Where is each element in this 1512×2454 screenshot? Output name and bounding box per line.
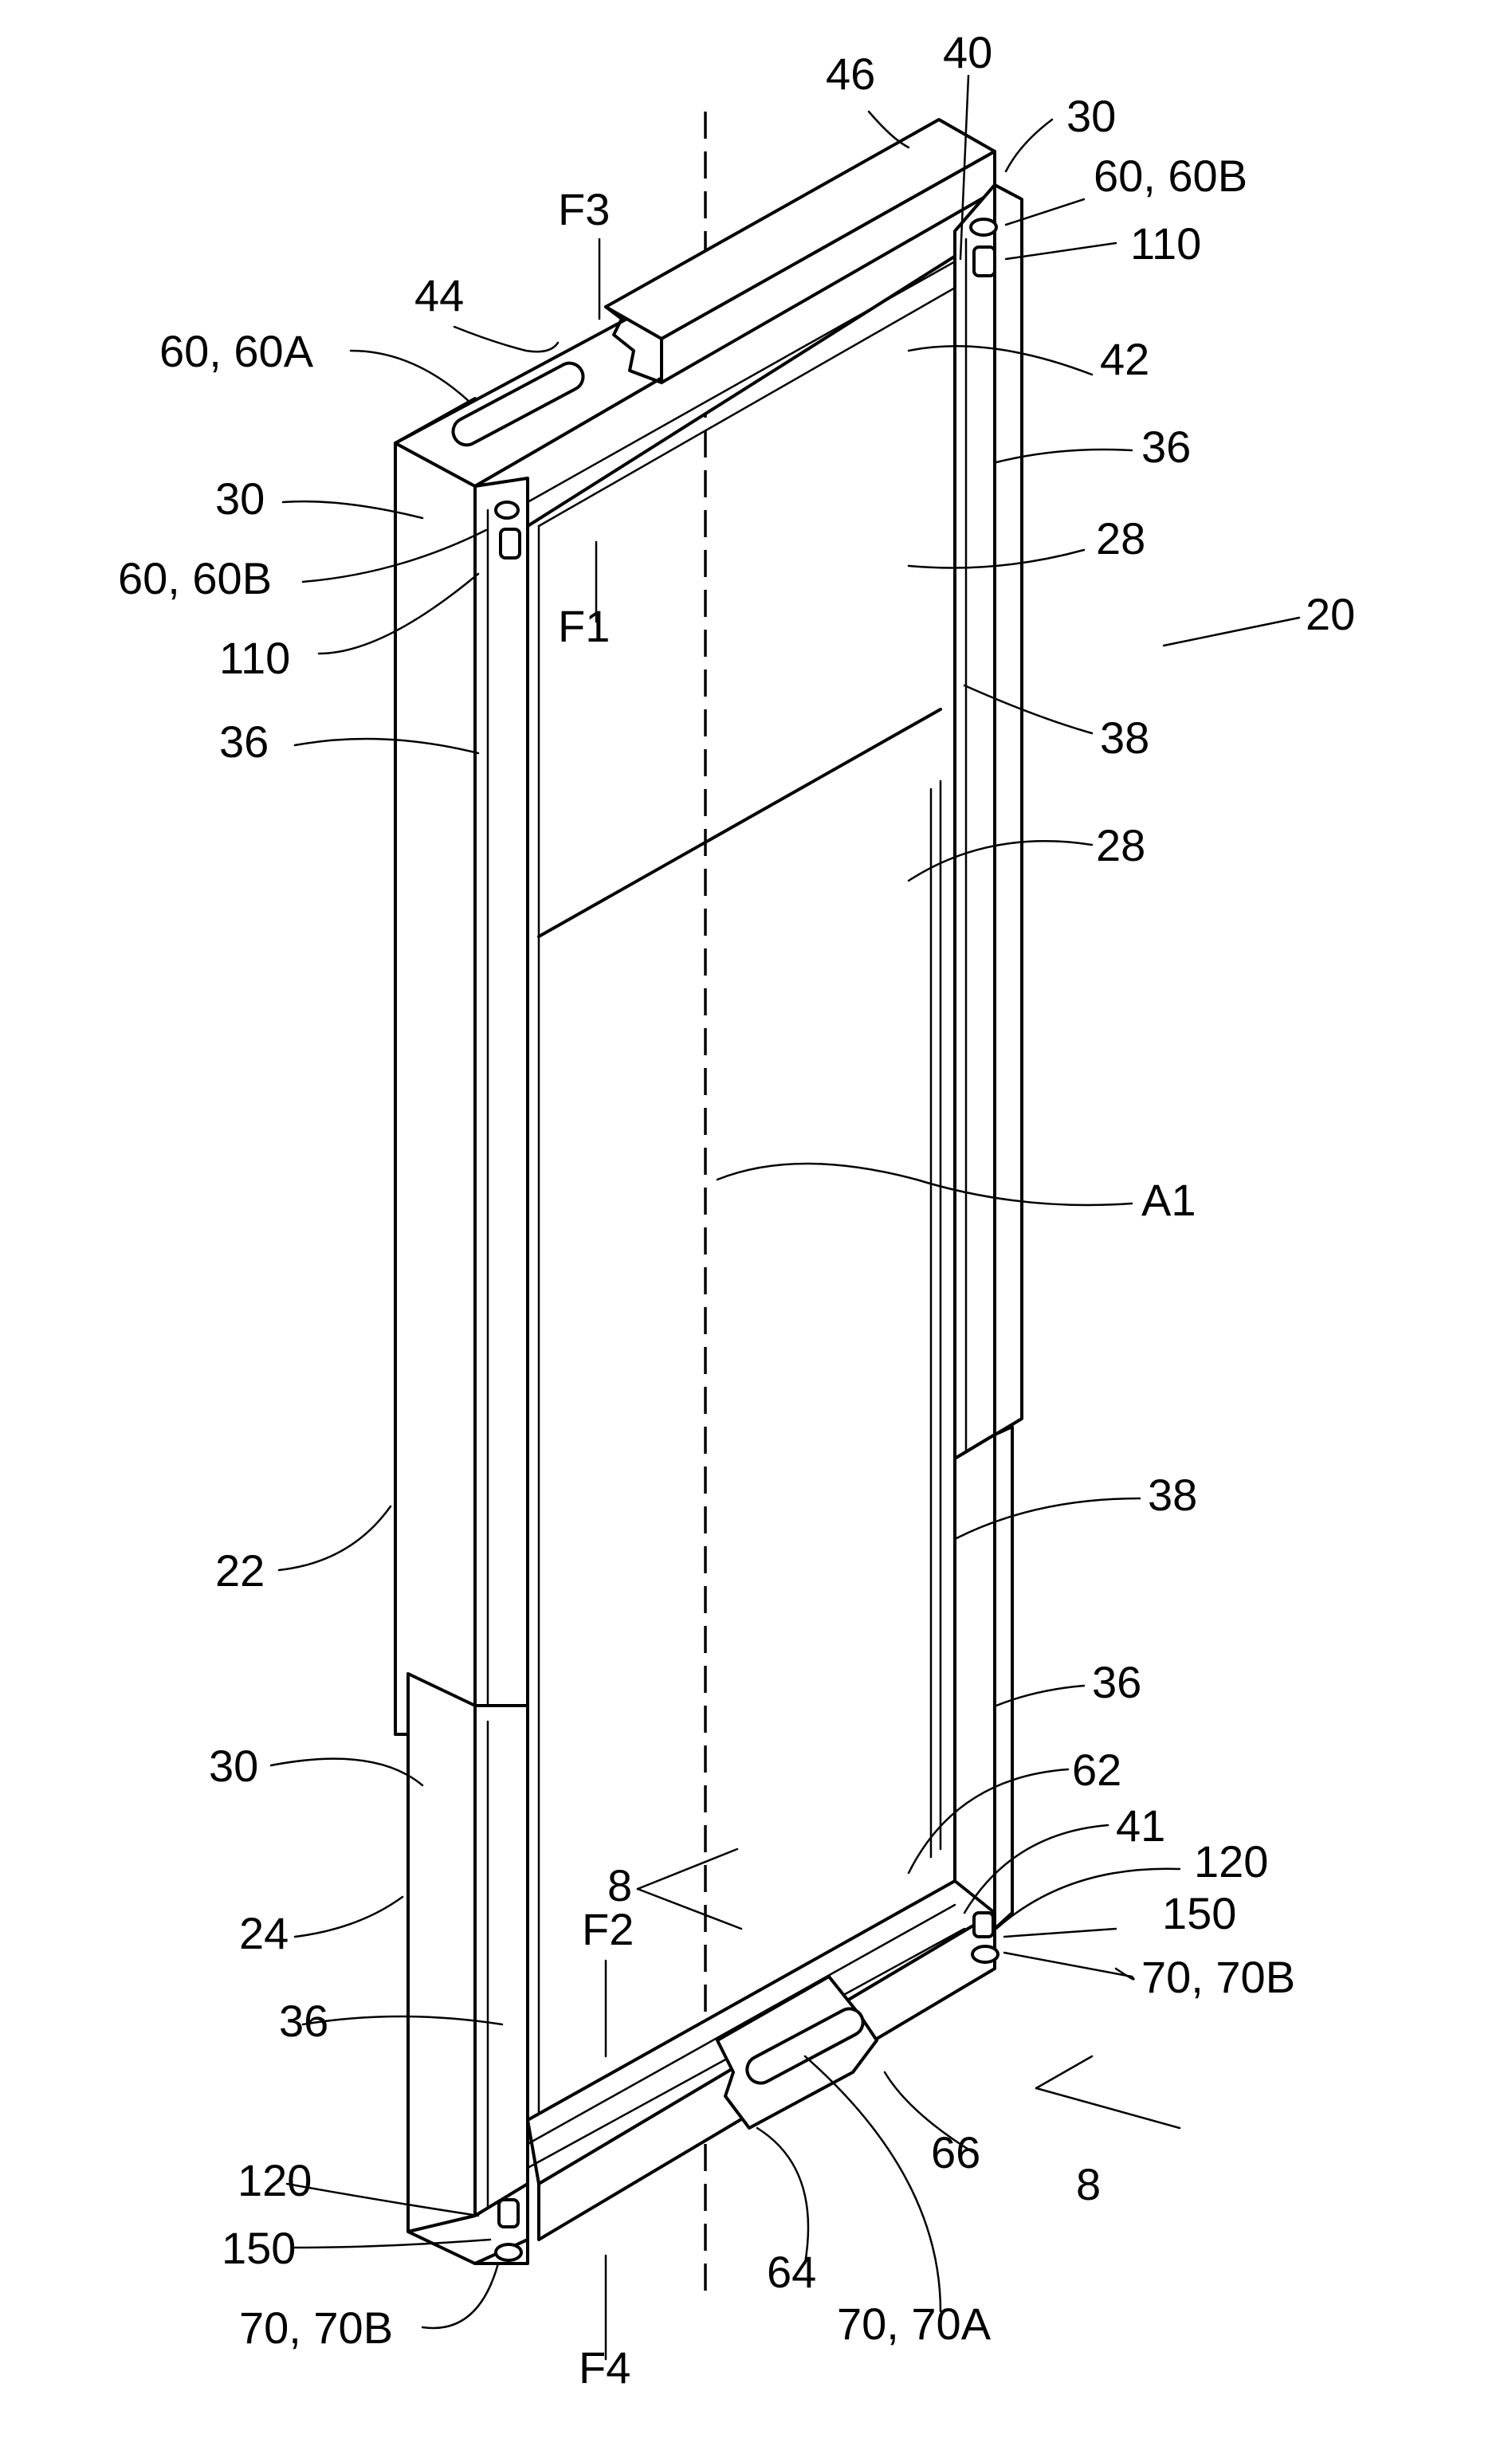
label-28-upper: 28 — [1096, 513, 1145, 563]
label-36-right-lower: 36 — [1092, 1657, 1141, 1707]
label-62: 62 — [1072, 1745, 1121, 1795]
label-66: 66 — [931, 2127, 980, 2177]
label-70-70b-right: 70, 70B — [1141, 1952, 1295, 2002]
label-38-upper: 38 — [1100, 713, 1149, 763]
label-70-70a: 70, 70A — [837, 2299, 992, 2349]
left-lower-jamb-side — [475, 1706, 528, 2264]
label-41: 41 — [1116, 1800, 1165, 1851]
meeting-rail — [539, 709, 941, 936]
fastener-60b-left — [496, 502, 518, 518]
label-40: 40 — [943, 27, 992, 77]
right-lower-jamb-front — [955, 1435, 995, 1953]
label-20: 20 — [1306, 589, 1355, 639]
fastener-120-left — [499, 2200, 518, 2227]
fastener-60b-right — [971, 219, 996, 235]
label-24: 24 — [239, 1908, 289, 1958]
fastener-110-left — [501, 529, 520, 558]
label-60-60b-left: 60, 60B — [118, 553, 272, 603]
right-upper-jamb-side — [955, 185, 995, 1459]
left-lower-jamb-front — [408, 1674, 475, 2264]
label-110-top-right: 110 — [1130, 218, 1201, 269]
label-f2: F2 — [582, 1904, 634, 1954]
label-120-left: 120 — [238, 2155, 312, 2205]
label-150-right: 150 — [1162, 1888, 1236, 1938]
label-42: 42 — [1100, 334, 1149, 384]
label-60-60a: 60, 60A — [159, 326, 314, 376]
label-8-right: 8 — [1076, 2159, 1101, 2209]
label-30-top-left: 30 — [215, 473, 265, 524]
label-36-left-upper: 36 — [219, 717, 269, 767]
label-a1: A1 — [1141, 1175, 1196, 1225]
label-f4: F4 — [579, 2342, 630, 2393]
fastener-120-right — [974, 1913, 993, 1937]
label-28-lower: 28 — [1096, 820, 1145, 870]
label-150-left: 150 — [222, 2223, 296, 2273]
label-36-top-right: 36 — [1141, 422, 1191, 472]
label-8-left: 8 — [607, 1860, 632, 1910]
fastener-110-right — [974, 247, 995, 276]
label-f3: F3 — [558, 184, 610, 234]
label-64: 64 — [767, 2247, 816, 2297]
label-f1: F1 — [558, 601, 610, 651]
label-120-right: 120 — [1194, 1836, 1268, 1887]
fastener-70b-right — [972, 1946, 998, 1962]
fastener-70b-left — [496, 2244, 521, 2260]
label-60-60b-top-right: 60, 60B — [1094, 151, 1247, 201]
label-70-70b-left: 70, 70B — [239, 2303, 393, 2353]
label-36-left-lower: 36 — [279, 1996, 328, 2046]
label-30-bottom-left: 30 — [209, 1741, 258, 1791]
label-30-top-right: 30 — [1066, 91, 1116, 141]
label-44: 44 — [414, 270, 464, 320]
label-38-lower: 38 — [1148, 1470, 1197, 1520]
left-upper-jamb-side — [475, 443, 528, 1734]
label-46: 46 — [826, 49, 875, 99]
label-110-left: 110 — [219, 633, 290, 683]
right-lower-jamb-side — [995, 1427, 1012, 1929]
label-22: 22 — [215, 1545, 265, 1596]
